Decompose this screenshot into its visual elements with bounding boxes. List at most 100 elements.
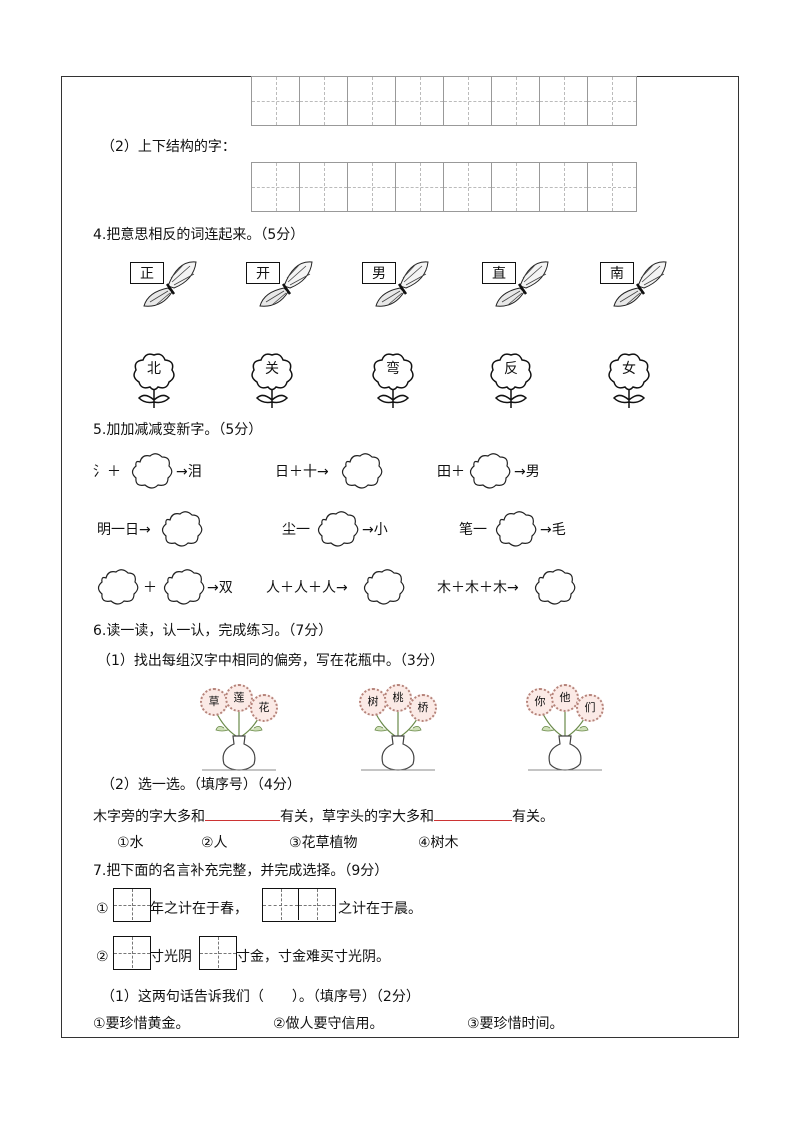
tianzi-box-3[interactable] bbox=[113, 936, 151, 970]
flower-icon bbox=[372, 353, 414, 408]
vase-flower-char: 莲 bbox=[225, 684, 253, 712]
q6-title: 6.读一读，认一认，完成练习。（7分） bbox=[93, 623, 333, 639]
butterfly-char: 男 bbox=[362, 262, 396, 284]
flower-card[interactable]: 关 bbox=[249, 352, 295, 410]
q5-r3b-pre: 人＋人＋人→ bbox=[266, 580, 348, 596]
vase-flower-char: 他 bbox=[551, 684, 579, 712]
q6-option-2: ②人 bbox=[201, 835, 228, 851]
flower-icon bbox=[133, 353, 175, 408]
q7-l1-num: ① bbox=[96, 901, 109, 917]
q7-title: 7.把下面的名言补充完整，并完成选择。（9分） bbox=[93, 863, 389, 879]
butterfly-char: 南 bbox=[600, 262, 634, 284]
vase-icon bbox=[202, 711, 276, 771]
butterfly-card[interactable]: 直 bbox=[482, 258, 550, 314]
butterfly-char: 正 bbox=[130, 262, 164, 284]
vase-icon bbox=[528, 711, 602, 771]
q6-option-3: ③花草植物 bbox=[289, 835, 358, 851]
writing-grid-top[interactable] bbox=[251, 76, 637, 126]
butterfly-icon bbox=[495, 261, 549, 307]
q7-l1-a: 年之计在于春， bbox=[150, 901, 248, 917]
q3-sub2-label: （2）上下结构的字： bbox=[101, 139, 236, 155]
flower-char: 反 bbox=[504, 361, 518, 377]
q6-option-1: ①水 bbox=[117, 835, 144, 851]
answer-cloud[interactable] bbox=[160, 510, 204, 548]
q5-r1c-pre: 田＋ bbox=[437, 464, 465, 480]
q5-r1c-post: →男 bbox=[514, 464, 540, 480]
answer-cloud[interactable] bbox=[162, 568, 206, 606]
answer-blank-2[interactable] bbox=[434, 806, 512, 821]
tianzi-box-2[interactable] bbox=[262, 888, 336, 922]
vase-flower-char: 们 bbox=[576, 694, 604, 722]
butterfly-char: 开 bbox=[246, 262, 280, 284]
flower-char: 女 bbox=[622, 361, 636, 377]
vase-flower-char: 树 bbox=[359, 688, 387, 716]
q6-line-b: 有关，草字头的字大多和 bbox=[280, 809, 434, 825]
q6-option-4: ④树木 bbox=[418, 835, 459, 851]
q5-r2a-pre: 明一日→ bbox=[97, 522, 151, 538]
butterfly-card[interactable]: 南 bbox=[600, 258, 668, 314]
answer-cloud[interactable] bbox=[362, 568, 406, 606]
answer-cloud[interactable] bbox=[130, 452, 174, 490]
q5-title: 5.加加减减变新字。（5分） bbox=[93, 422, 263, 438]
answer-cloud[interactable] bbox=[340, 452, 384, 490]
flower-char: 弯 bbox=[386, 361, 400, 377]
flower-char: 北 bbox=[147, 361, 161, 377]
answer-cloud[interactable] bbox=[533, 568, 577, 606]
answer-cloud[interactable] bbox=[96, 568, 140, 606]
q6-fill-line: 木字旁的字大多和有关，草字头的字大多和有关。 bbox=[93, 806, 554, 826]
q7-l2-num: ② bbox=[96, 949, 109, 965]
butterfly-icon bbox=[375, 261, 429, 307]
q5-r2c-post: →毛 bbox=[540, 522, 566, 538]
writing-grid-top-bottom-structure[interactable] bbox=[251, 162, 637, 212]
flower-icon bbox=[251, 353, 293, 408]
q7-option-3: ③要珍惜时间。 bbox=[467, 1016, 564, 1032]
flower-vase[interactable]: 你他们 bbox=[520, 684, 610, 772]
vase-flower-char: 你 bbox=[526, 688, 554, 716]
butterfly-icon bbox=[259, 261, 313, 307]
flower-card[interactable]: 弯 bbox=[370, 352, 416, 410]
butterfly-card[interactable]: 开 bbox=[246, 258, 314, 314]
flower-icon bbox=[490, 353, 532, 408]
answer-cloud[interactable] bbox=[468, 452, 512, 490]
butterfly-icon bbox=[613, 261, 667, 307]
q7-l2-b: 寸金，寸金难买寸光阴。 bbox=[236, 949, 390, 965]
worksheet-frame bbox=[61, 76, 739, 1038]
q5-r2b-post: →小 bbox=[362, 522, 388, 538]
vase-flower-char: 草 bbox=[200, 688, 228, 716]
tianzi-box-1[interactable] bbox=[113, 888, 151, 922]
butterfly-icon bbox=[143, 261, 197, 307]
flower-icon bbox=[608, 353, 650, 408]
q5-r2c-pre: 笔一 bbox=[459, 522, 487, 538]
q5-r1a-post: →泪 bbox=[176, 464, 202, 480]
q5-r1b-pre: 日＋十→ bbox=[275, 464, 329, 480]
vase-flower-char: 花 bbox=[250, 694, 278, 722]
vase-flower-char: 桥 bbox=[409, 694, 437, 722]
q7-l2-a: 寸光阴 bbox=[150, 949, 192, 965]
q4-title: 4.把意思相反的词连起来。（5分） bbox=[93, 227, 305, 243]
tianzi-box-4[interactable] bbox=[199, 936, 237, 970]
flower-card[interactable]: 反 bbox=[488, 352, 534, 410]
answer-blank-1[interactable] bbox=[205, 806, 280, 821]
flower-card[interactable]: 女 bbox=[606, 352, 652, 410]
q7-option-2: ②做人要守信用。 bbox=[273, 1016, 384, 1032]
q7-option-1: ①要珍惜黄金。 bbox=[93, 1016, 190, 1032]
flower-vase[interactable]: 树桃桥 bbox=[353, 684, 443, 772]
q6-line-c: 有关。 bbox=[512, 809, 554, 825]
vase-flower-char: 桃 bbox=[384, 684, 412, 712]
answer-cloud[interactable] bbox=[494, 510, 538, 548]
q5-r3c-pre: 木＋木＋木→ bbox=[437, 580, 519, 596]
butterfly-char: 直 bbox=[482, 262, 516, 284]
butterfly-card[interactable]: 男 bbox=[362, 258, 430, 314]
answer-cloud[interactable] bbox=[316, 510, 360, 548]
q5-r3a-mid: ＋ bbox=[143, 580, 157, 596]
flower-card[interactable]: 北 bbox=[131, 352, 177, 410]
butterfly-card[interactable]: 正 bbox=[130, 258, 198, 314]
q5-r3a-post: →双 bbox=[207, 580, 233, 596]
q5-r2b-pre: 尘一 bbox=[282, 522, 310, 538]
q7-sub1: （1）这两句话告诉我们（ ）。（填序号）（2分） bbox=[101, 989, 420, 1005]
flower-char: 关 bbox=[265, 361, 279, 377]
q7-l1-b: 之计在于晨。 bbox=[338, 901, 422, 917]
q6-sub1: （1）找出每组汉字中相同的偏旁，写在花瓶中。（3分） bbox=[97, 653, 444, 669]
flower-vase[interactable]: 草莲花 bbox=[194, 684, 284, 772]
q5-r1a-pre: 氵＋ bbox=[93, 464, 121, 480]
